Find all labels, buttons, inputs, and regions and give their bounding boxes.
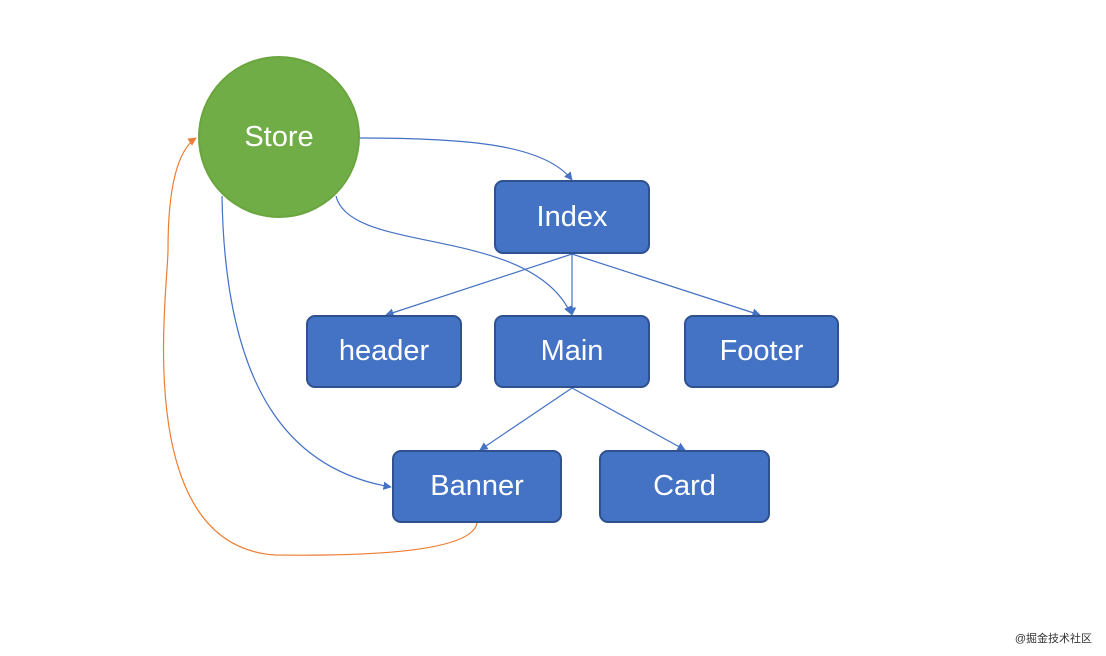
- edge-index-header: [385, 253, 573, 317]
- node-main: Main: [494, 315, 650, 388]
- node-index-label: Index: [536, 200, 608, 233]
- node-footer: Footer: [684, 315, 839, 388]
- edge-main-banner: [479, 387, 573, 451]
- node-card-label: Card: [653, 470, 716, 502]
- node-store: Store: [198, 56, 360, 218]
- node-index: Index: [494, 180, 650, 254]
- edge-index-footer: [571, 253, 761, 317]
- watermark: @掘金技术社区: [1014, 633, 1092, 645]
- edge-main-card: [571, 387, 686, 451]
- edge-store-index: [359, 137, 573, 181]
- edge-banner-store-feedback: [162, 137, 478, 556]
- node-banner: Banner: [392, 450, 562, 523]
- node-banner-label: Banner: [430, 470, 524, 502]
- node-main-label: Main: [540, 335, 604, 367]
- node-footer-label: Footer: [719, 335, 804, 367]
- edge-store-main: [335, 195, 572, 315]
- node-store-label: Store: [244, 120, 314, 153]
- edge-store-banner: [221, 195, 392, 490]
- node-header: header: [306, 315, 462, 388]
- node-card: Card: [599, 450, 770, 523]
- node-header-label: header: [338, 335, 430, 367]
